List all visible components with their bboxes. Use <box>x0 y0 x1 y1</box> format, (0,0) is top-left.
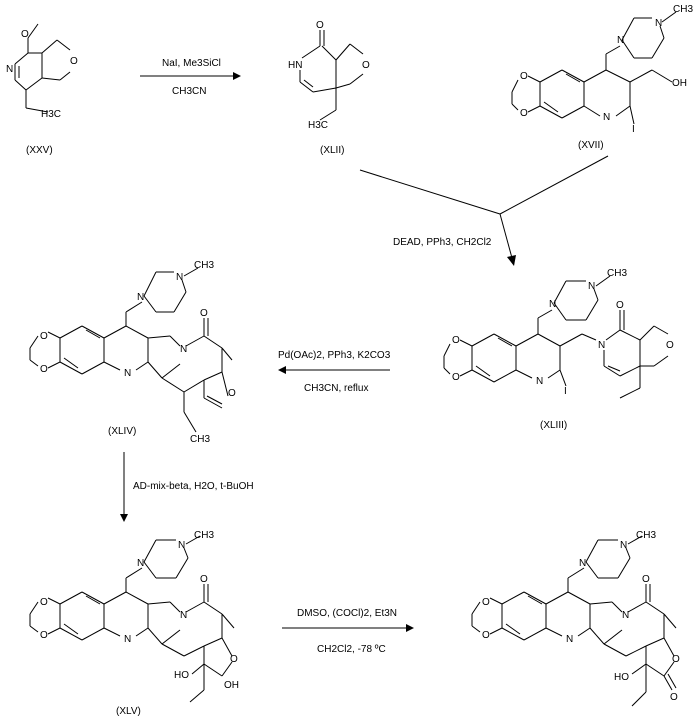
step2-conditions: DEAD, PPh3, CH2Cl2 <box>393 237 492 248</box>
xliii-methyl: CH3 <box>607 268 627 279</box>
xliii-carbonyl-o: O <box>616 300 624 311</box>
xliv-pyr-n: N <box>180 344 187 355</box>
xliv-pip-n2: N <box>176 272 183 283</box>
step4-conditions: AD-mix-beta, H2O, t-BuOH <box>133 481 254 492</box>
xlii-nh: HN <box>288 60 302 71</box>
xlii-label: (XLII) <box>320 145 344 156</box>
compound-xlii: O HN O H3C (XLII) <box>288 20 370 156</box>
xliv-quin-n: N <box>124 368 131 379</box>
xliv-label: (XLIV) <box>108 426 136 437</box>
xxv-methoxy-o: O <box>21 29 29 40</box>
product-diox-o2: O <box>482 630 490 641</box>
xlv-diox-o1: O <box>40 597 48 608</box>
product-carbonyl-o: O <box>642 574 650 585</box>
product-ho: HO <box>614 672 629 683</box>
xliii-diox-o1: O <box>452 335 460 346</box>
xxv-label: (XXV) <box>26 145 53 156</box>
xliii-pip-n2: N <box>588 281 595 292</box>
step3-reagents: Pd(OAc)2, PPh3, K2CO3 <box>278 350 391 361</box>
xvii-label: (XVII) <box>578 140 604 151</box>
product-quin-n: N <box>566 634 573 645</box>
xxv-methyl: H3C <box>41 109 61 120</box>
xlv-methyl: CH3 <box>194 530 214 541</box>
step5-reagents: DMSO, (COCl)2, Et3N <box>297 608 397 619</box>
xlv-diox-o2: O <box>40 630 48 641</box>
product-pip-n1: N <box>579 558 586 569</box>
xvii-methyl: CH3 <box>673 4 693 15</box>
xvii-iodo: I <box>632 124 635 135</box>
compound-xliii: N N CH3 O O N I N O O (XLIII) <box>443 268 674 431</box>
xvii-quin-n: N <box>603 112 610 123</box>
step5-arrow: DMSO, (COCl)2, Et3N CH2Cl2, -78 ºC <box>282 608 414 655</box>
xlv-carbonyl-o: O <box>200 574 208 585</box>
xvii-diox-o2: O <box>520 108 528 119</box>
step2-arrow: DEAD, PPh3, CH2Cl2 <box>359 155 609 266</box>
product-pyr-n: N <box>622 610 629 621</box>
xlv-label: (XLV) <box>116 706 141 717</box>
xliii-pyr-n: N <box>598 340 605 351</box>
xliv-carbonyl-o: O <box>200 308 208 319</box>
compound-xvii: N N CH3 O O N OH I (XVII) <box>511 4 693 151</box>
xlii-carbonyl-o: O <box>316 20 324 31</box>
step4-arrow: AD-mix-beta, H2O, t-BuOH <box>120 452 254 522</box>
step3-arrow: Pd(OAc)2, PPh3, K2CO3 CH3CN, reflux <box>278 350 391 394</box>
xlv-pyr-n: N <box>180 610 187 621</box>
xliii-pyran-o: O <box>666 340 674 351</box>
xliv-diox-o1: O <box>40 331 48 342</box>
xliii-quin-n: N <box>536 376 543 387</box>
xvii-pip-n2: N <box>655 18 662 29</box>
xliv-diox-o2: O <box>40 364 48 375</box>
xxv-ring-n: N <box>6 64 13 75</box>
xlv-pip-n2: N <box>178 540 185 551</box>
xvii-pip-n1: N <box>617 35 624 46</box>
xliii-diox-o2: O <box>452 372 460 383</box>
step1-solvent: CH3CN <box>172 86 206 97</box>
step1-arrow: NaI, Me3SiCl CH3CN <box>140 58 241 97</box>
xliii-label: (XLIII) <box>540 420 567 431</box>
step5-solvent: CH2Cl2, -78 ºC <box>317 644 386 655</box>
product-diox-o1: O <box>482 597 490 608</box>
xvii-oh: OH <box>672 78 687 89</box>
compound-product: N N CH3 O O N N O O O HO <box>471 530 680 707</box>
xliii-pip-n1: N <box>549 299 556 310</box>
xliv-ethyl-ch3: CH3 <box>190 434 210 445</box>
xlv-quin-n: N <box>124 634 131 645</box>
xliv-pyran-o: O <box>228 388 236 399</box>
xlii-pyran-o: O <box>362 60 370 71</box>
compound-xlv: N N CH3 O O N N O O HO OH (XLV) <box>29 530 239 717</box>
compound-xxv: O N O H3C (XXV) <box>6 23 78 156</box>
xliv-methyl: CH3 <box>194 260 214 271</box>
xlv-ho: HO <box>174 670 189 681</box>
compound-xliv: N N CH3 O O N N O O CH3 (XLIV) <box>29 260 236 445</box>
step3-solvent: CH3CN, reflux <box>304 383 368 394</box>
xliii-iodo: I <box>564 386 567 397</box>
xlv-oh: OH <box>224 680 239 691</box>
xlv-pip-n1: N <box>137 558 144 569</box>
xlii-methyl: H3C <box>308 120 328 131</box>
product-keto-o: O <box>670 692 678 703</box>
xliv-pip-n1: N <box>137 292 144 303</box>
product-methyl: CH3 <box>636 530 656 541</box>
product-pip-n2: N <box>620 540 627 551</box>
xlv-pyran-o: O <box>230 654 238 665</box>
step1-reagents: NaI, Me3SiCl <box>162 58 221 69</box>
xxv-pyran-o: O <box>70 56 78 67</box>
product-lactone-o: O <box>672 654 680 665</box>
xvii-diox-o1: O <box>520 71 528 82</box>
